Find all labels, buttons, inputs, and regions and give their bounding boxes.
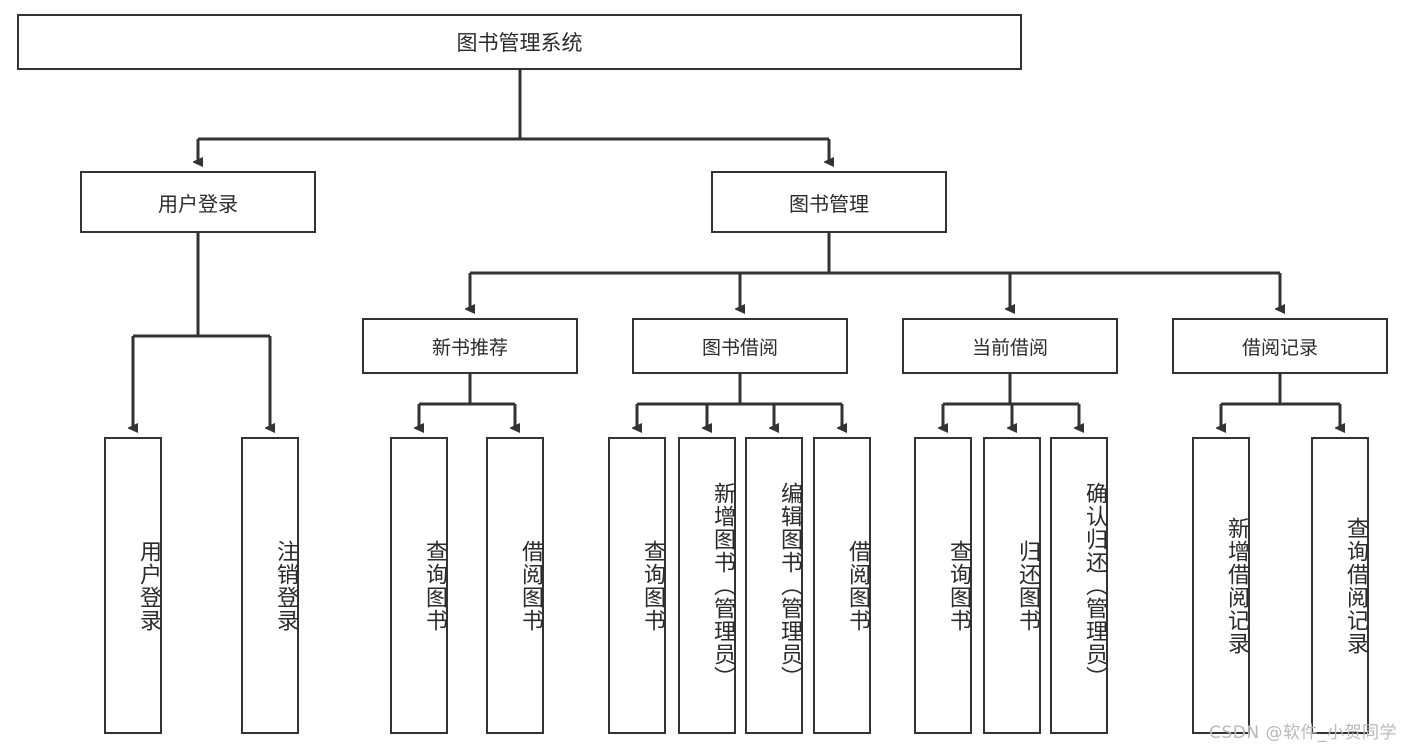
node-root[interactable]: 图书管理系统: [17, 14, 1022, 70]
node-borrow-record[interactable]: 借阅记录: [1172, 318, 1388, 374]
node-new-book-recommend[interactable]: 新书推荐: [362, 318, 578, 374]
node-current-borrow-label: 当前借阅: [971, 336, 1048, 359]
node-leaf-return-book-label: 归还图书: [1015, 539, 1040, 632]
node-leaf-logout-login-label: 注销登录: [273, 539, 298, 632]
node-leaf-query-book-borrow[interactable]: 查询图书: [608, 437, 666, 734]
node-book-management-label: 图书管理: [789, 191, 869, 216]
node-book-borrow-label: 图书借阅: [701, 336, 778, 359]
node-user-login-label: 用户登录: [158, 191, 238, 216]
node-leaf-borrow-book-recommend[interactable]: 借阅图书: [486, 437, 544, 734]
node-user-login[interactable]: 用户登录: [80, 171, 316, 233]
node-leaf-query-book-current-label: 查询图书: [946, 539, 971, 632]
node-leaf-add-borrow-record-label: 新增借阅记录: [1224, 516, 1249, 655]
node-leaf-user-login[interactable]: 用户登录: [104, 437, 162, 734]
node-current-borrow[interactable]: 当前借阅: [902, 318, 1118, 374]
node-new-book-recommend-label: 新书推荐: [431, 336, 508, 359]
node-leaf-add-book-admin[interactable]: 新增图书（管理员）: [678, 437, 736, 734]
node-leaf-confirm-return-admin-label: 确认归还（管理员）: [1082, 482, 1107, 689]
node-leaf-query-book-current[interactable]: 查询图书: [914, 437, 972, 734]
node-leaf-query-book-recommend[interactable]: 查询图书: [390, 437, 448, 734]
watermark-text: CSDN @软件_小贺同学: [1209, 723, 1397, 743]
node-leaf-query-book-borrow-label: 查询图书: [640, 539, 665, 632]
node-leaf-user-login-label: 用户登录: [136, 539, 161, 632]
node-leaf-add-borrow-record[interactable]: 新增借阅记录: [1192, 437, 1250, 734]
node-leaf-add-book-admin-label: 新增图书（管理员）: [710, 482, 735, 689]
node-leaf-query-book-recommend-label: 查询图书: [422, 539, 447, 632]
node-leaf-return-book[interactable]: 归还图书: [983, 437, 1041, 734]
node-leaf-borrow-book[interactable]: 借阅图书: [813, 437, 871, 734]
node-book-borrow[interactable]: 图书借阅: [632, 318, 848, 374]
node-leaf-query-borrow-record[interactable]: 查询借阅记录: [1311, 437, 1369, 734]
node-leaf-logout-login[interactable]: 注销登录: [241, 437, 299, 734]
node-root-label: 图书管理系统: [456, 31, 583, 55]
node-leaf-query-borrow-record-label: 查询借阅记录: [1343, 516, 1368, 655]
node-book-management[interactable]: 图书管理: [711, 171, 947, 233]
node-leaf-edit-book-admin-label: 编辑图书（管理员）: [777, 482, 802, 689]
node-leaf-borrow-book-label: 借阅图书: [845, 539, 870, 632]
node-leaf-confirm-return-admin[interactable]: 确认归还（管理员）: [1050, 437, 1108, 734]
node-leaf-borrow-book-recommend-label: 借阅图书: [518, 539, 543, 632]
node-borrow-record-label: 借阅记录: [1241, 336, 1318, 359]
node-leaf-edit-book-admin[interactable]: 编辑图书（管理员）: [745, 437, 803, 734]
